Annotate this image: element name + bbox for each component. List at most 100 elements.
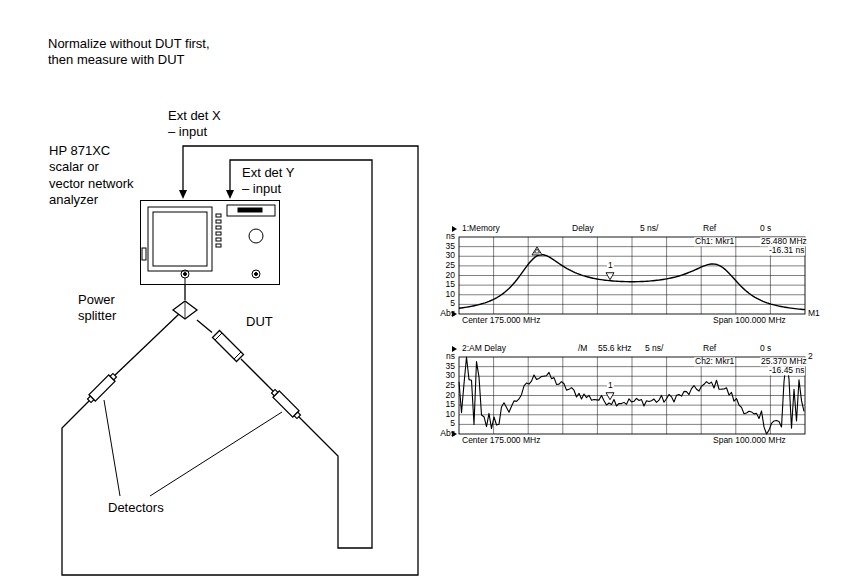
plot-grid — [452, 346, 805, 437]
button — [216, 244, 221, 247]
disk-panel — [227, 205, 275, 216]
network-analyzer: HP 871XC scalar or vector network analyz… — [140, 200, 280, 285]
node-label: HP 871XC scalar or vector network analyz… — [49, 143, 135, 208]
detector-end — [272, 390, 278, 396]
marker-readout: -16.31 ns — [768, 246, 805, 255]
screen-bezel — [148, 207, 212, 271]
grid-line — [459, 256, 805, 257]
splitter-divider — [185, 301, 186, 319]
grid-line — [459, 376, 805, 377]
grid-line — [459, 294, 805, 295]
grid-line — [459, 395, 805, 396]
cables — [62, 146, 418, 575]
instruction-note: Normalize without DUT first, then measur… — [48, 36, 223, 69]
plot-header: /M — [578, 344, 587, 353]
detector-end — [88, 396, 94, 402]
axis-tick: 15 — [446, 280, 455, 289]
grid-line — [459, 385, 805, 386]
plot-header: Ref — [703, 224, 716, 233]
axis-tick: Abs — [440, 309, 455, 318]
callout-label: Detectors — [108, 500, 164, 516]
power-splitter: Power splitter — [172, 300, 198, 320]
grid-line — [459, 424, 805, 425]
axis-tick: 20 — [446, 271, 455, 280]
grid-line — [459, 275, 805, 276]
plot-header: 2:AM Delay — [462, 344, 506, 353]
analyzer-details — [142, 205, 275, 285]
leader-line — [150, 412, 282, 496]
splitter-body — [173, 301, 197, 319]
button — [216, 226, 221, 229]
plot-header: Ref — [703, 344, 716, 353]
grid-line — [459, 285, 805, 286]
cable-connector — [184, 285, 185, 300]
plot-header: 1:Memory — [462, 224, 500, 233]
delay-trace — [459, 357, 804, 434]
axis-tick: 20 — [446, 391, 455, 400]
button — [216, 214, 221, 217]
cable-connector — [197, 320, 212, 333]
node-label: DUT — [246, 314, 286, 330]
trace-tag: M1 — [808, 309, 820, 318]
port-label: Ext det Y – input — [242, 165, 296, 198]
arrow-head — [226, 190, 234, 199]
port-cable — [185, 278, 186, 285]
reference-pointer — [452, 346, 457, 352]
axis-tick: 30 — [446, 252, 455, 261]
port — [252, 270, 260, 278]
detector-body — [89, 375, 115, 401]
port-label: Ext det X – input — [168, 108, 222, 141]
input-arrows — [179, 190, 234, 199]
disk-slot — [238, 208, 262, 212]
marker-readout: 25.480 MHz — [760, 237, 808, 246]
detector-end — [294, 412, 300, 418]
dut-end — [234, 352, 241, 359]
rf-port — [181, 270, 189, 278]
axis-tick: 35 — [446, 242, 455, 251]
plot-frame — [459, 357, 805, 434]
plot-header: 5 ns/ — [640, 224, 658, 233]
x-input-cable — [62, 146, 418, 575]
axis-tick: 35 — [446, 362, 455, 371]
marker-readout: Ch2: Mkr1 — [694, 357, 735, 366]
axis-tick: ns — [446, 352, 455, 361]
dut-symbol-outline — [212, 330, 244, 362]
axis-footer: Span 100.000 MHz — [713, 436, 786, 445]
grid-line — [459, 366, 805, 367]
delay-trace — [459, 255, 805, 310]
button — [216, 238, 221, 241]
axis-tick: 30 — [446, 372, 455, 381]
dut-symbol: DUT — [212, 330, 244, 362]
button — [216, 220, 221, 223]
marker-number: 1 — [607, 381, 614, 390]
button — [216, 232, 221, 235]
node-label: Power splitter — [78, 292, 133, 325]
axis-tick: 15 — [446, 400, 455, 409]
detector-symbol — [86, 372, 118, 404]
marker-readout: 25.370 MHz — [760, 357, 808, 366]
axis-tick: ns — [446, 232, 455, 241]
dut-output-cable — [241, 359, 276, 394]
grid-line — [459, 246, 805, 247]
grid-line — [459, 304, 805, 305]
axis-tick: 25 — [446, 261, 455, 270]
axis-tick: 5 — [450, 300, 455, 309]
screen — [153, 212, 207, 266]
plot-header: Delay — [572, 224, 594, 233]
grid-line — [459, 405, 805, 406]
detector-end — [110, 374, 116, 380]
delta-marker — [532, 247, 542, 255]
axis-footer: Span 100.000 MHz — [713, 316, 786, 325]
marker-number: 1 — [607, 261, 614, 270]
axis-footer: Center 175.000 MHz — [462, 436, 540, 445]
rf-port-pin — [184, 273, 187, 276]
reference-pointer — [452, 226, 457, 232]
axis-footer: Center 175.000 MHz — [462, 316, 540, 325]
detectors — [86, 372, 302, 420]
plot-header: 0 s — [760, 224, 771, 233]
marker-readout: Ch1: Mkr1 — [694, 237, 735, 246]
marker-symbol — [606, 273, 614, 280]
knob — [249, 229, 263, 243]
